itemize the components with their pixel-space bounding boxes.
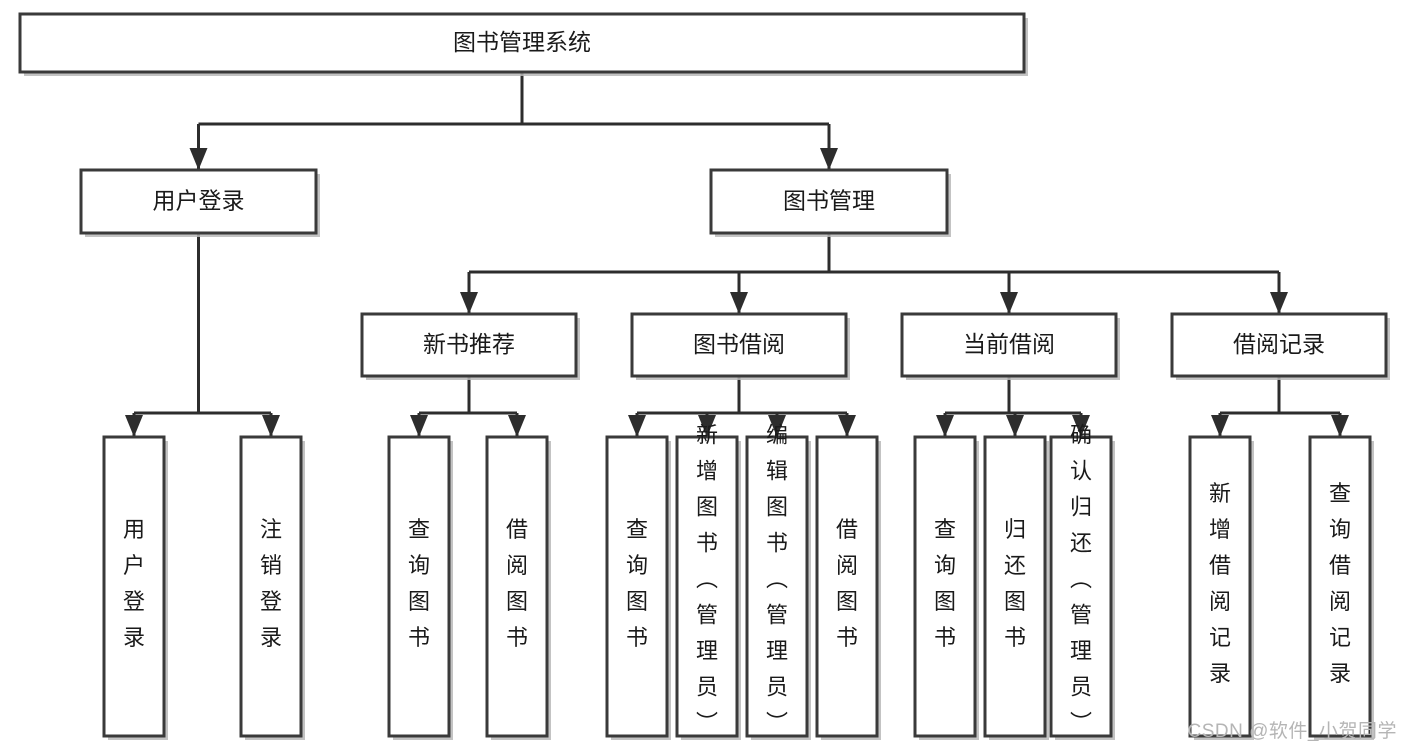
node-leaf-确认归还管理员[interactable]: 确认归还︵管理员︶	[1049, 423, 1115, 741]
node-box	[900, 312, 1118, 378]
node-box	[387, 435, 451, 738]
node-box	[1188, 435, 1252, 738]
arrow-head-icon	[730, 292, 748, 314]
arrow-head-icon	[1270, 292, 1288, 314]
node-label: 查询图书	[408, 517, 430, 650]
watermark-label: CSDN @软件_小贺同学	[1187, 721, 1397, 742]
node-box	[1170, 312, 1388, 378]
connector-group-root-to-level2	[189, 72, 838, 170]
node-box	[745, 435, 809, 738]
node-label: 当前借阅	[963, 331, 1055, 357]
arrow-head-icon	[1331, 415, 1349, 437]
connectors-layer	[125, 72, 1349, 437]
node-leaf-注销登录[interactable]: 注销登录	[239, 435, 305, 740]
arrow-head-icon	[1000, 292, 1018, 314]
node-leaf-编辑图书管理员[interactable]: 编辑图书︵管理员︶	[745, 423, 811, 741]
node-label: 确认归还︵管理员︶	[1070, 423, 1092, 736]
node-label: 借阅图书	[506, 517, 528, 650]
node-leaf-查询图书[interactable]: 查询图书	[387, 435, 453, 740]
arrow-head-icon	[189, 148, 208, 170]
node-box	[79, 168, 318, 235]
arrow-head-icon	[1072, 415, 1090, 437]
node-leaf-查询图书[interactable]: 查询图书	[913, 435, 979, 740]
node-leaf-查询借阅记录[interactable]: 查询借阅记录	[1308, 435, 1374, 740]
node-label: 查询借阅记录	[1329, 481, 1351, 686]
node-level3-新书推荐[interactable]: 新书推荐	[360, 312, 580, 380]
node-label: 用户登录	[153, 188, 245, 214]
node-root-图书管理系统[interactable]: 图书管理系统	[18, 12, 1028, 76]
node-label: 注销登录	[260, 517, 282, 650]
node-label: 借阅记录	[1233, 331, 1325, 357]
node-level2-图书管理[interactable]: 图书管理	[709, 168, 951, 237]
nodes-layer: 图书管理系统用户登录图书管理新书推荐图书借阅当前借阅借阅记录用户登录注销登录查询…	[18, 12, 1390, 741]
node-level3-图书借阅[interactable]: 图书借阅	[630, 312, 850, 380]
node-box	[983, 435, 1047, 738]
node-box	[815, 435, 879, 738]
node-box	[675, 435, 739, 738]
node-label: 新增图书︵管理员︶	[696, 423, 718, 736]
node-box	[1049, 435, 1113, 738]
arrow-head-icon	[820, 148, 838, 170]
node-level3-当前借阅[interactable]: 当前借阅	[900, 312, 1120, 380]
node-leaf-借阅图书[interactable]: 借阅图书	[485, 435, 551, 740]
node-level3-借阅记录[interactable]: 借阅记录	[1170, 312, 1390, 380]
arrow-head-icon	[125, 415, 143, 437]
node-leaf-用户登录[interactable]: 用户登录	[102, 435, 168, 740]
node-box	[913, 435, 977, 738]
arrow-head-icon	[508, 415, 526, 437]
node-label: 新增借阅记录	[1209, 481, 1231, 686]
node-label: 查询图书	[626, 517, 648, 650]
node-box	[18, 12, 1026, 74]
node-leaf-查询图书[interactable]: 查询图书	[605, 435, 671, 740]
node-label: 图书管理系统	[453, 29, 591, 55]
node-box	[709, 168, 949, 235]
node-box	[485, 435, 549, 738]
node-label: 查询图书	[934, 517, 956, 650]
node-level2-用户登录[interactable]: 用户登录	[79, 168, 320, 237]
node-box	[1308, 435, 1372, 738]
node-label: 图书借阅	[693, 331, 785, 357]
node-label: 归还图书	[1004, 517, 1026, 650]
arrow-head-icon	[698, 415, 716, 437]
node-label: 用户登录	[123, 517, 145, 650]
node-leaf-新增图书管理员[interactable]: 新增图书︵管理员︶	[675, 423, 741, 741]
node-leaf-新增借阅记录[interactable]: 新增借阅记录	[1188, 435, 1254, 740]
node-label: 借阅图书	[836, 517, 858, 650]
arrow-head-icon	[262, 415, 280, 437]
arrow-head-icon	[628, 415, 646, 437]
connector-group-l3-新书推荐-to-leaves	[410, 376, 526, 437]
arrow-head-icon	[838, 415, 856, 437]
node-label: 新书推荐	[423, 331, 515, 357]
node-box	[630, 312, 848, 378]
connector-group-userlogin-to-leaves	[125, 233, 280, 437]
node-box	[239, 435, 303, 738]
node-label: 编辑图书︵管理员︶	[766, 423, 788, 736]
node-label: 图书管理	[783, 188, 875, 214]
node-box	[360, 312, 578, 378]
arrow-head-icon	[1211, 415, 1229, 437]
arrow-head-icon	[410, 415, 428, 437]
node-box	[605, 435, 669, 738]
node-leaf-借阅图书[interactable]: 借阅图书	[815, 435, 881, 740]
node-leaf-归还图书[interactable]: 归还图书	[983, 435, 1049, 740]
arrow-head-icon	[768, 415, 786, 437]
connector-group-l3-借阅记录-to-leaves	[1211, 376, 1349, 437]
arrow-head-icon	[1006, 415, 1024, 437]
node-box	[102, 435, 166, 738]
connector-group-bookmgmt-to-level3	[460, 233, 1288, 314]
arrow-head-icon	[936, 415, 954, 437]
connector-group-l3-图书借阅-to-leaves	[628, 376, 856, 437]
arrow-head-icon	[460, 292, 478, 314]
connector-group-l3-当前借阅-to-leaves	[936, 376, 1090, 437]
